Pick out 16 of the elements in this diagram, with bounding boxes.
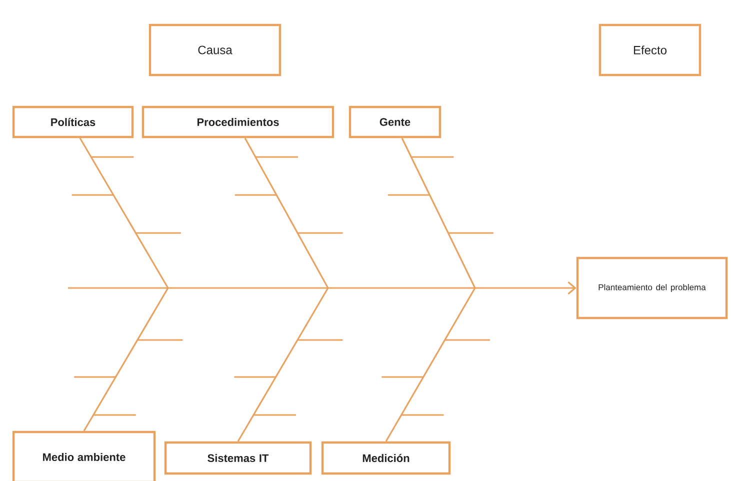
label-box: Procedimientos	[142, 106, 334, 138]
fishbone-bone	[385, 288, 476, 442]
label-box: Medición	[321, 441, 451, 475]
fishbone-bone	[83, 288, 169, 432]
fishbone-bone	[237, 288, 329, 442]
fishbone-bone	[79, 138, 169, 288]
label-box: Políticas	[12, 106, 134, 138]
fishbone-bone	[401, 138, 476, 288]
label-box: Efecto	[598, 24, 702, 76]
label-box: Causa	[148, 24, 282, 76]
label-box: Planteamiento del problema	[576, 256, 728, 320]
label-box: Sistemas IT	[164, 441, 312, 475]
label-box: Gente	[348, 106, 442, 138]
spine-arrow	[68, 281, 576, 295]
label-box: Medio ambiente	[12, 430, 156, 481]
fishbone-bone	[244, 138, 329, 288]
